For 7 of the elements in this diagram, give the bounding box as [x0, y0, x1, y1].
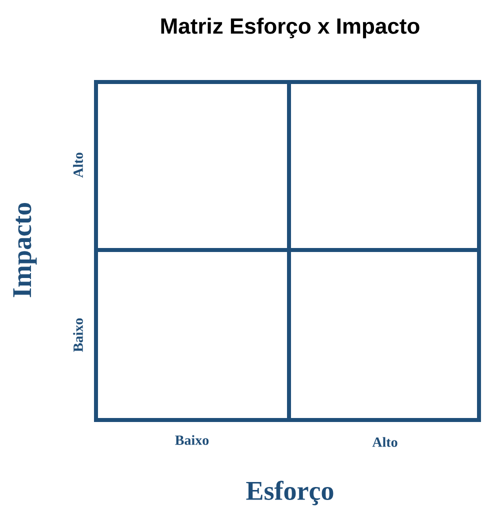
axis-tick-label: Baixo — [175, 435, 209, 445]
axis-tick-label: Alto — [372, 437, 398, 447]
axis-title: Esforço — [246, 480, 334, 506]
axis-tick-label: Alto — [73, 152, 83, 178]
title: Matriz Esforço x Impacto — [161, 18, 420, 38]
axis-title: Impacto — [13, 203, 37, 298]
axis-tick-label: Baixo — [73, 318, 83, 352]
